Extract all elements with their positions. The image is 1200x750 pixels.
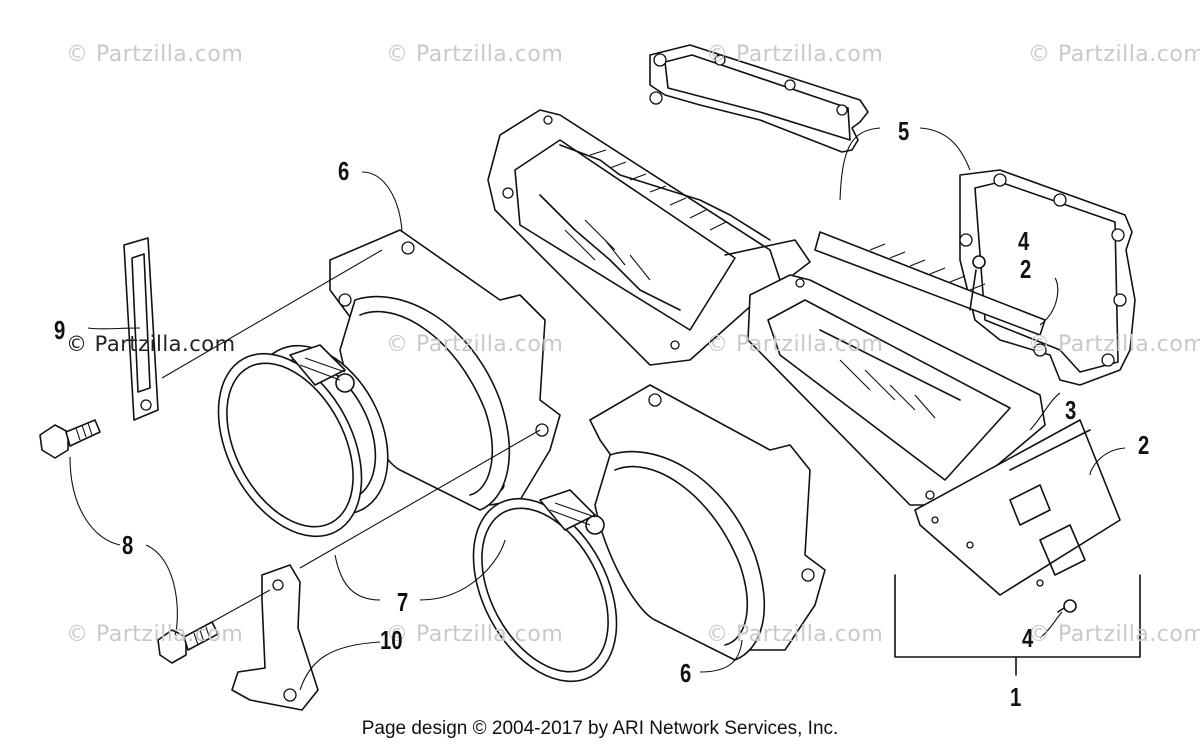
callout-5: 5 [898, 116, 910, 146]
callout-2: 2 [1020, 254, 1032, 284]
mounting-bracket [231, 564, 319, 711]
callout-4: 4 [1018, 226, 1030, 256]
watermark: © Partzilla.com [66, 622, 244, 647]
watermark: © Partzilla.com [386, 332, 564, 357]
watermark: © Partzilla.com [66, 332, 236, 356]
bolt-upper [39, 419, 101, 459]
kit-bracket [894, 574, 1141, 676]
screw-lower [1057, 599, 1077, 613]
hose-clamp-upper [217, 344, 363, 538]
reed-cage-upper [487, 109, 811, 366]
reed-plate-lower [914, 419, 1121, 596]
watermark: © Partzilla.com [1028, 332, 1200, 357]
callout-4: 4 [1022, 623, 1034, 653]
watermark: © Partzilla.com [66, 42, 244, 67]
gasket-upper [649, 44, 869, 153]
callout-8: 8 [122, 530, 134, 560]
watermark: © Partzilla.com [1028, 622, 1200, 647]
bracket-plate [123, 237, 159, 421]
hose-clamp-lower [472, 489, 618, 683]
gasket-right [959, 169, 1136, 386]
callout-6: 6 [680, 658, 692, 688]
reed-cage-lower [747, 274, 1046, 506]
watermark: © Partzilla.com [706, 42, 884, 67]
callout-2: 2 [1138, 430, 1150, 460]
callout-9: 9 [54, 315, 66, 345]
watermark: © Partzilla.com [706, 332, 884, 357]
page-footer: Page design © 2004-2017 by ARI Network S… [361, 718, 839, 739]
callout-7: 7 [397, 587, 409, 617]
callout-3: 3 [1065, 395, 1077, 425]
intake-flange-lower [589, 384, 826, 661]
watermark: © Partzilla.com [386, 622, 564, 647]
watermark: © Partzilla.com [1028, 42, 1200, 67]
callout-6: 6 [338, 156, 350, 186]
callout-10: 10 [380, 625, 403, 655]
callout-1: 1 [1010, 682, 1022, 712]
reed-plate-upper [814, 231, 1046, 336]
bolt-lower [157, 621, 219, 664]
watermark: © Partzilla.com [706, 622, 884, 647]
screw-upper [969, 255, 986, 311]
watermark: © Partzilla.com [386, 42, 564, 67]
leader-lines [69, 127, 1126, 691]
